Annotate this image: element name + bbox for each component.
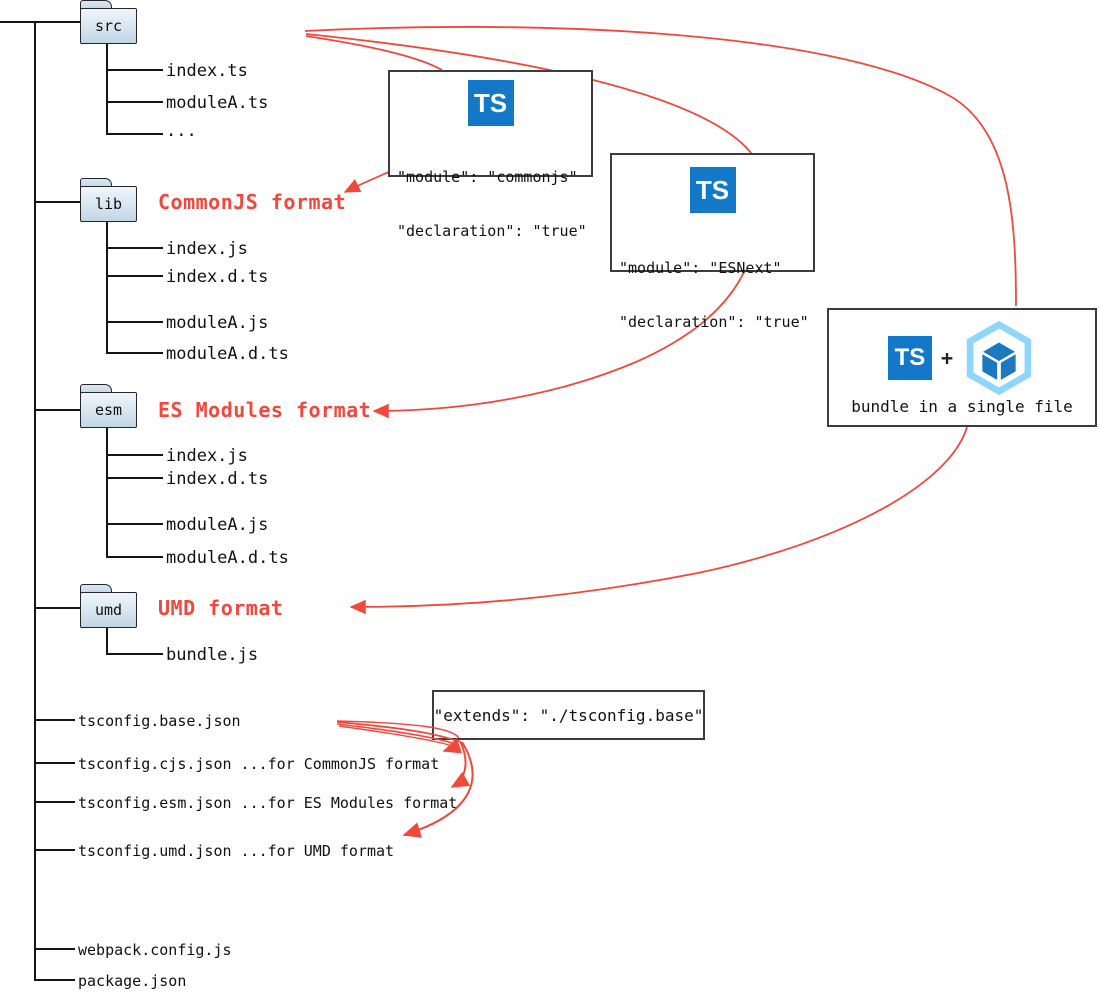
tree-line (35, 948, 75, 950)
tree-line (107, 321, 163, 323)
tree-line (106, 44, 108, 135)
tree-line (107, 101, 163, 103)
tree-line (107, 653, 163, 655)
folder-name: umd (80, 592, 137, 628)
root-file-tsconfig-cjs: tsconfig.cjs.json ...for CommonJS format (78, 755, 440, 773)
callout-bundle: TS + bundle in a single file (827, 308, 1097, 427)
config-line: "declaration": "true" (397, 222, 587, 240)
tree-line (106, 627, 108, 655)
folder-name: src (80, 8, 137, 44)
file-label: index.d.ts (166, 267, 269, 287)
config-line: "module": "commonjs" (397, 168, 578, 186)
tree-line (35, 979, 75, 981)
arrow-extends-to-cjs (442, 738, 463, 754)
tree-line (107, 247, 163, 249)
folder-lib: lib (80, 178, 137, 222)
format-label-esmodules: ES Modules format (158, 398, 372, 422)
file-label: index.js (166, 446, 248, 466)
tree-line (107, 523, 163, 525)
typescript-icon: TS (689, 167, 736, 213)
tree-line (107, 477, 163, 479)
file-label: index.d.ts (166, 469, 269, 489)
config-line: "module": "ESNext" (619, 259, 782, 277)
plus-sign: + (940, 346, 954, 370)
arrow-extends-to-esm (450, 740, 471, 788)
callout-esnext-config: TS "module": "ESNext" "declaration": "tr… (610, 153, 815, 331)
callout-extends: "extends": "./tsconfig.base" (432, 690, 705, 740)
tree-line (35, 849, 75, 851)
arrow-src-to-commonjs-box (305, 35, 443, 71)
tree-line (107, 133, 163, 135)
config-line: "declaration": "true" (619, 313, 809, 331)
format-label-commonjs: CommonJS format (158, 190, 347, 214)
tree-line (106, 427, 108, 558)
bundle-caption: bundle in a single file (851, 397, 1073, 416)
arrow-bundle-box-to-umd-label (349, 426, 968, 615)
root-file-tsconfig-umd: tsconfig.umd.json ...for UMD format (78, 842, 395, 860)
tree-line (107, 352, 163, 354)
typescript-icon: TS (467, 80, 514, 126)
file-label: index.js (166, 239, 248, 259)
root-file-tsconfig-base: tsconfig.base.json (78, 712, 241, 730)
typescript-icon: TS (887, 336, 932, 380)
format-label-umd: UMD format (158, 596, 284, 620)
root-file-webpack-config: webpack.config.js (78, 941, 232, 959)
tree-line (107, 69, 163, 71)
folder-name: lib (80, 186, 137, 222)
folder-umd: umd (80, 584, 137, 628)
arrow-commonjs-box-to-label (343, 171, 390, 193)
tree-line (35, 801, 75, 803)
file-label: moduleA.ts (166, 93, 269, 113)
webpack-icon (966, 321, 1032, 395)
tree-line (35, 719, 75, 721)
folder-esm: esm (80, 384, 137, 428)
tree-line (35, 409, 80, 411)
tree-line (107, 454, 163, 456)
root-file-tsconfig-esm: tsconfig.esm.json ...for ES Modules form… (78, 794, 458, 812)
tree-line (35, 201, 80, 203)
folder-src: src (80, 0, 137, 44)
file-label: moduleA.js (166, 515, 269, 535)
root-file-package-json: package.json (78, 972, 187, 990)
tree-line (106, 221, 108, 354)
extends-text: "extends": "./tsconfig.base" (433, 705, 704, 725)
file-label: index.ts (166, 61, 248, 81)
tree-line (107, 275, 163, 277)
callout-commonjs-config: TS "module": "commonjs" "declaration": "… (388, 70, 593, 240)
tree-line (35, 607, 80, 609)
tree-line (107, 556, 163, 558)
file-label: moduleA.d.ts (166, 344, 289, 364)
file-label: moduleA.js (166, 313, 269, 333)
file-label: ... (166, 121, 197, 141)
file-label: bundle.js (166, 645, 259, 665)
tree-line (35, 762, 75, 764)
folder-name: esm (80, 392, 137, 428)
file-label: moduleA.d.ts (166, 548, 289, 568)
tree-line (0, 21, 80, 23)
tree-line (34, 21, 36, 981)
